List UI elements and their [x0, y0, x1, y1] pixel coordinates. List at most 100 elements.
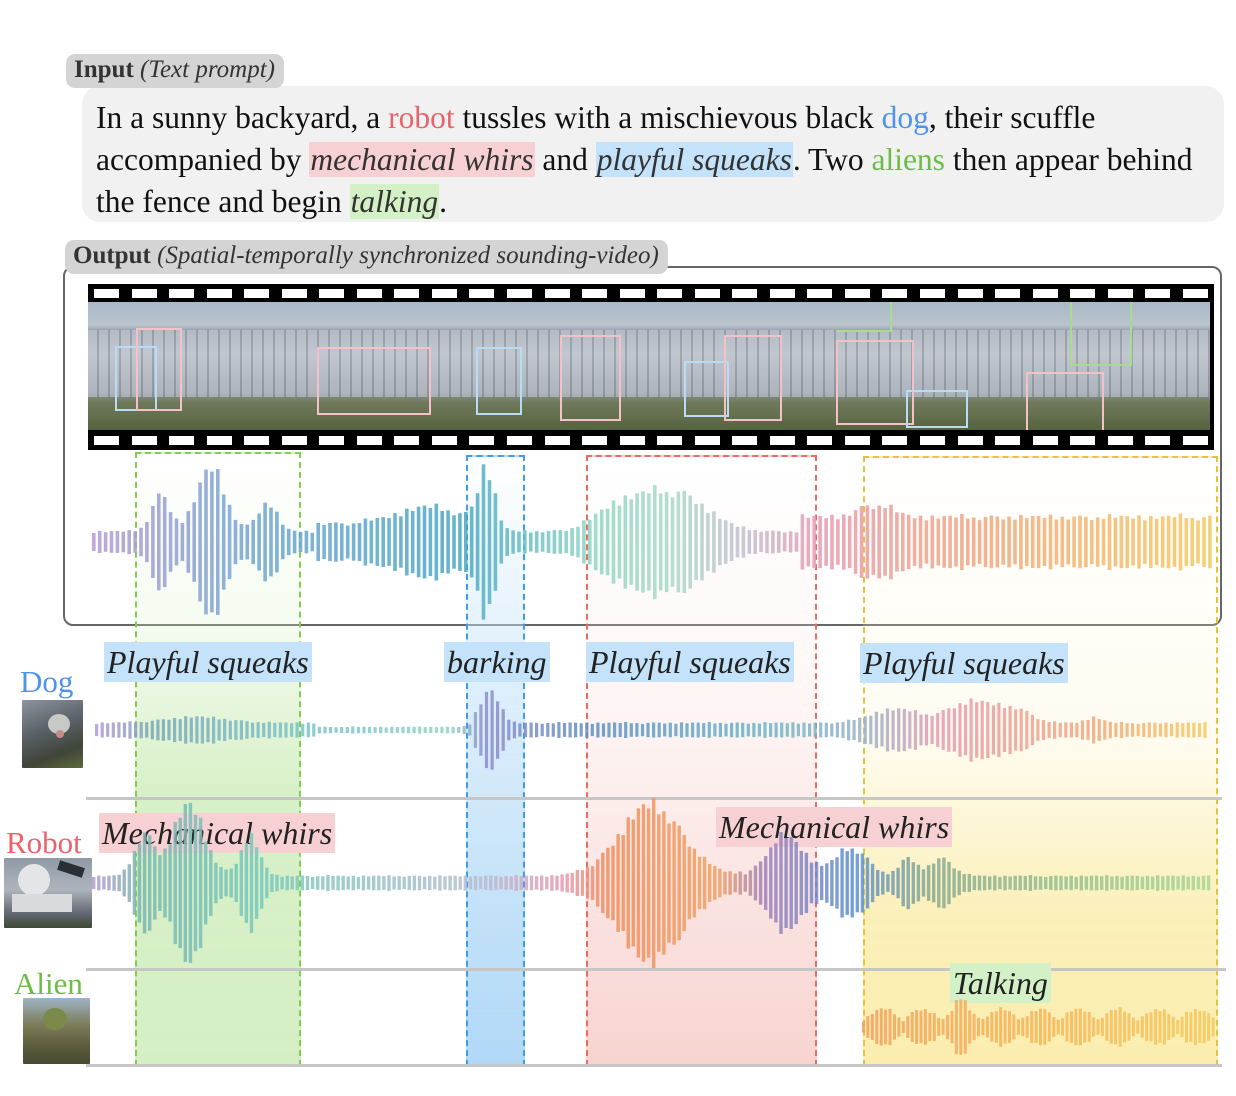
waveform-bar [1193, 1009, 1197, 1046]
waveform-bar [1189, 1012, 1193, 1042]
waveform-bar [1069, 875, 1073, 891]
waveform-bar [1074, 1008, 1078, 1046]
film-hole [582, 436, 608, 445]
waveform-bar [395, 727, 399, 733]
waveform-bar [570, 873, 574, 893]
waveform-bar [646, 722, 650, 738]
waveform-bar [657, 814, 661, 952]
waveform-bar [310, 532, 315, 552]
waveform-bar [150, 720, 154, 740]
waveform-bar [401, 726, 405, 734]
prompt-segment-plain: tussles with a mischievous black [454, 100, 882, 135]
waveform-bar [195, 716, 199, 744]
waveform-bar [1092, 1017, 1096, 1037]
waveform-bar [913, 710, 917, 750]
waveform-bar [445, 726, 450, 734]
prompt-segment-alien-sound: talking [349, 184, 440, 219]
waveform-bar [351, 523, 356, 561]
waveform-bar [866, 1016, 870, 1038]
waveform-bar [1198, 1011, 1202, 1043]
waveform-bar [300, 875, 305, 891]
film-hole [394, 289, 420, 298]
waveform-bar [1154, 518, 1159, 566]
waveform-bar [635, 723, 639, 737]
film-hole [1182, 436, 1208, 445]
waveform-bar [723, 871, 727, 895]
waveform-bar [1125, 723, 1129, 737]
waveform-bar [1008, 876, 1012, 890]
robot-bounding-box [560, 335, 621, 421]
input-section-tag: Input (Text prompt) [66, 54, 284, 88]
film-hole [1070, 289, 1096, 298]
waveform-bar [254, 847, 259, 919]
waveform-bar [100, 722, 104, 738]
waveform-bar [652, 797, 656, 969]
waveform-bar [438, 875, 442, 891]
film-hole [769, 436, 795, 445]
waveform-bar [145, 722, 149, 738]
waveform-bar [936, 518, 941, 566]
waveform-bar [706, 513, 710, 571]
waveform-bar [1123, 1011, 1127, 1043]
waveform-bar [186, 511, 191, 573]
waveform-bar [850, 848, 854, 918]
waveform-bar [901, 859, 905, 907]
waveform-bar [1145, 875, 1150, 890]
waveform-bar [707, 722, 711, 738]
waveform-bar [540, 723, 544, 737]
waveform-bar [799, 851, 803, 916]
waveform-bar [519, 876, 523, 890]
waveform-bar [134, 722, 138, 738]
waveform-bar [139, 527, 143, 557]
waveform-bar [626, 817, 630, 949]
waveform-bar [738, 871, 742, 895]
film-hole [131, 436, 157, 445]
prompt-segment-plain: . [439, 184, 448, 219]
waveform-bar [596, 859, 600, 907]
waveform-bar [377, 875, 381, 891]
waveform-bar [853, 510, 858, 574]
alien-bounding-box [836, 302, 892, 332]
film-holes-top [94, 289, 1208, 298]
waveform-bar [373, 727, 377, 733]
film-hole [169, 289, 195, 298]
waveform-bar [877, 505, 881, 579]
waveform-bar [214, 862, 218, 904]
waveform-bar [1070, 1011, 1073, 1043]
waveform-bar [599, 509, 604, 575]
waveform-bar [923, 1009, 927, 1045]
waveform-bar [621, 835, 625, 931]
waveform-bar [1136, 723, 1140, 737]
film-hole [431, 436, 457, 445]
waveform-bar [92, 877, 96, 889]
waveform-bar [664, 492, 669, 593]
waveform-bar [1203, 722, 1207, 738]
waveform-bar [381, 517, 385, 567]
film-hole [1032, 436, 1058, 445]
waveform-bar [893, 1014, 896, 1040]
waveform-bar [870, 1014, 874, 1040]
waveform-bar [111, 722, 115, 738]
waveform-bar [1025, 1016, 1029, 1038]
waveform-bar [484, 875, 488, 891]
waveform-bar [464, 512, 468, 572]
waveform-bar [270, 874, 274, 893]
waveform-bar [575, 869, 579, 897]
waveform-bar [1191, 875, 1195, 891]
waveform-bar [562, 723, 567, 737]
waveform-bar [546, 723, 550, 737]
waveform-bar [653, 485, 657, 600]
waveform-bar [1161, 876, 1165, 890]
waveform-bar [1184, 518, 1189, 566]
waveform-bar [137, 843, 142, 923]
waveform-bar [209, 850, 213, 916]
waveform-bar [216, 469, 220, 615]
waveform-bar [977, 520, 982, 564]
waveform-bar [888, 1008, 892, 1046]
waveform-bar [178, 719, 182, 741]
waveform-bar [97, 530, 102, 554]
waveform-bar [310, 877, 315, 890]
waveform-bar [244, 843, 249, 923]
waveform-bar [813, 722, 817, 738]
film-hole [94, 436, 119, 445]
